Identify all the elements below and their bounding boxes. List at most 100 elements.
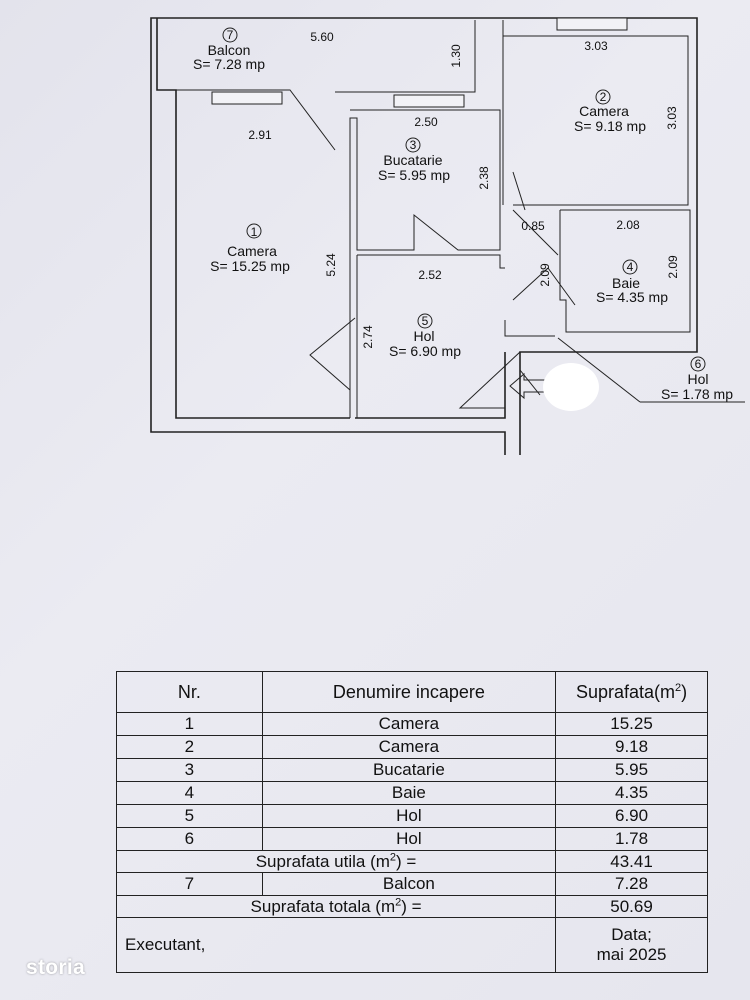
room-number: 1 [251,225,258,239]
room-area: S= 15.25 mp [210,258,290,274]
row-name: Hol [261,827,557,851]
total-label-sup: 2 [395,895,402,908]
header-nr: Nr. [116,671,263,713]
executant-label: Executant, [115,917,557,973]
window [211,91,283,105]
outer-wall [150,17,698,455]
dimension-label: 0.85 [521,219,545,233]
table-row: 5 Hol 6.90 [116,804,708,828]
room-area: S= 7.28 mp [193,56,265,72]
util-label-text: Suprafata utila (m [255,851,390,871]
header-area-text: Suprafata(m [575,682,675,702]
table-footer-row: Executant, Data; mai 2025 [115,917,708,973]
row-nr: 4 [116,781,263,805]
kitchen-wall [349,109,501,418]
room-name: Hol [687,371,708,387]
row-name: Bucatarie [261,758,557,782]
room-area: S= 6.90 mp [389,343,461,359]
room-label-7: 7 Balcon S= 7.28 mp [193,27,265,72]
window [556,17,628,31]
row-nr: 1 [116,712,263,736]
row-nr: 3 [116,758,263,782]
row-nr: 5 [116,804,263,828]
header-name: Denumire incapere [261,671,557,713]
date-label: Data; [611,925,652,944]
door-swing [512,171,576,306]
room-area-table: Nr. Denumire incapere Suprafata(m2) 1 Ca… [115,671,708,973]
header-area-suffix: ) [681,682,688,702]
room-name: Camera [579,103,629,119]
util-label-suffix: ) = [396,851,417,871]
dimension-label: 5.24 [324,253,338,277]
window [393,94,465,108]
room-name: Camera [227,243,277,259]
room-name: Balcon [208,42,251,58]
header-area-sup: 2 [675,682,682,694]
room-label-5: 5 Hol S= 6.90 mp [389,313,461,359]
dimension-label: 1.30 [449,44,463,68]
table-row: 2 Camera 9.18 [116,735,708,759]
table-row: 1 Camera 15.25 [116,712,708,736]
dimension-label: 2.38 [477,166,491,190]
table-row: 4 Baie 4.35 [116,781,708,805]
dimension-label: 5.60 [310,30,334,44]
room-name: Bucatarie [383,152,442,168]
room-label-1: 1 Camera S= 15.25 mp [210,223,290,274]
room-number: 6 [695,357,702,371]
date-cell: Data; mai 2025 [555,917,708,973]
row-nr: 7 [116,872,263,896]
room-number: 3 [410,138,417,152]
total-area-value: 50.69 [555,895,708,918]
table-row: 7 Balcon 7.28 [116,872,708,896]
leader-line [557,337,641,403]
dimension-label: 2.08 [616,218,640,232]
dimension-label: 2.74 [361,325,375,349]
row-area: 6.90 [555,804,708,828]
room-number: 2 [600,90,607,104]
row-area: 1.78 [555,827,708,851]
room-name: Baie [612,275,640,291]
util-area-value: 43.41 [555,850,708,873]
room-area: S= 5.95 mp [378,167,450,183]
row-name: Hol [261,804,557,828]
room-label-2: 2 Camera S= 9.18 mp [574,89,646,134]
total-label-text: Suprafata totala (m [250,896,396,916]
dimension-label: 3.03 [665,106,679,130]
dimension-label: 2.91 [248,128,272,142]
total-area-label: Suprafata totala (m2) = [115,895,557,918]
util-area-label: Suprafata utila (m2) = [115,850,557,873]
util-label-sup: 2 [389,850,397,863]
row-area: 4.35 [555,781,708,805]
dimension-label: 3.03 [584,39,608,53]
table-row: 6 Hol 1.78 [116,827,708,851]
room-label-6: 6 Hol S= 1.78 mp [640,356,745,403]
balcony-wall [157,20,689,206]
total-label-suffix: ) = [401,896,422,916]
room-area: S= 1.78 mp [661,386,733,402]
util-area-row: Suprafata utila (m2) = 43.41 [115,850,708,873]
storia-watermark: storia [26,956,85,979]
table-row: 3 Bucatarie 5.95 [116,758,708,782]
room-area: S= 9.18 mp [574,118,646,134]
redaction-blob [543,363,599,411]
dimension-label: 2.09 [666,255,680,279]
floor-plan: 1 Camera S= 15.25 mp 2 Camera S= 9.18 mp… [150,17,745,455]
room-area: S= 4.35 mp [596,289,668,305]
date-value: mai 2025 [596,945,667,964]
row-nr: 6 [116,827,263,851]
row-area: 5.95 [555,758,708,782]
dimension-label: 2.52 [418,268,442,282]
room-name: Hol [413,328,434,344]
row-name: Camera [261,735,557,759]
row-name: Baie [261,781,557,805]
total-area-row: Suprafata totala (m2) = 50.69 [115,895,708,918]
bathroom-wall [512,209,691,333]
row-area: 15.25 [555,712,708,736]
row-name: Balcon [261,872,557,896]
room-number: 5 [422,314,429,328]
room-number: 7 [227,28,234,42]
room-label-3: 3 Bucatarie S= 5.95 mp [378,137,450,183]
row-area: 7.28 [555,872,708,896]
header-area: Suprafata(m2) [555,671,708,713]
row-name: Camera [261,712,557,736]
